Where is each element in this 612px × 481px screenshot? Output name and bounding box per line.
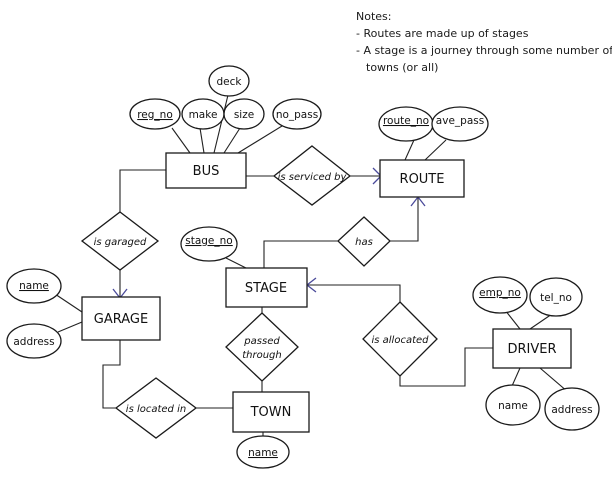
attribute-route-ave-pass-label: ave_pass — [436, 115, 484, 127]
entity-garage: GARAGE — [81, 296, 161, 341]
attribute-driver-emp-no-label: emp_no — [479, 287, 521, 299]
connector-route-route-no — [404, 139, 415, 161]
attribute-driver-address: address — [544, 387, 600, 431]
entity-route-label: ROUTE — [400, 172, 445, 187]
attribute-bus-deck-label: deck — [217, 76, 243, 88]
connector-driver-address — [539, 367, 569, 393]
relationship-passed-through-label-line1: passed — [243, 336, 280, 347]
attribute-stage-stage-no-label: stage_no — [185, 235, 232, 247]
connector-garage-name — [54, 293, 83, 313]
entity-driver: DRIVER — [492, 328, 572, 369]
attribute-bus-no-pass: no_pass — [272, 98, 322, 130]
attribute-bus-make: make — [181, 98, 225, 130]
relationship-is-located-in: is located in — [114, 377, 198, 439]
relationship-passed-through-label-line2: through — [242, 350, 282, 361]
attribute-driver-name: name — [485, 384, 541, 426]
relationship-is-serviced-by-label: is serviced by — [278, 172, 348, 183]
entity-bus: BUS — [165, 152, 247, 189]
entity-driver-label: DRIVER — [507, 342, 556, 357]
attribute-bus-size-label: size — [234, 109, 254, 121]
entity-route: ROUTE — [379, 159, 465, 198]
attribute-bus-reg-no-label: reg_no — [137, 109, 173, 121]
entity-stage: STAGE — [225, 267, 308, 308]
connector-driver-name — [511, 367, 521, 387]
attribute-driver-address-label: address — [551, 404, 592, 416]
attribute-garage-address-label: address — [13, 336, 54, 348]
notes: Notes: - Routes are made up of stages - … — [356, 10, 612, 74]
attribute-bus-size: size — [223, 98, 265, 130]
connector-garage-located — [102, 340, 121, 409]
attribute-driver-tel-no: tel_no — [529, 277, 583, 317]
attribute-garage-name: name — [6, 268, 62, 304]
attribute-garage-address: address — [6, 323, 62, 359]
attribute-bus-make-label: make — [189, 109, 218, 121]
notes-line-1: - Routes are made up of stages — [356, 27, 529, 40]
connector-bus-make — [199, 127, 205, 154]
attribute-bus-reg-no: reg_no — [129, 98, 181, 130]
connector-stage-stage-no — [225, 257, 247, 269]
attribute-driver-tel-no-label: tel_no — [540, 292, 572, 304]
connector-driver-emp-no — [504, 309, 521, 330]
attribute-garage-name-label: name — [19, 280, 49, 292]
attribute-route-route-no: route_no — [378, 106, 434, 142]
connector-garage-address — [57, 321, 83, 333]
attribute-stage-stage-no: stage_no — [180, 226, 238, 262]
attribute-bus-no-pass-label: no_pass — [276, 109, 318, 121]
connector-allocated-driver — [399, 347, 493, 387]
connector-bus-reg-no — [171, 127, 191, 154]
entity-stage-label: STAGE — [245, 281, 287, 296]
entity-town: TOWN — [232, 391, 310, 433]
connector-route-ave-pass — [424, 139, 447, 161]
relationship-is-garaged-label: is garaged — [94, 237, 147, 248]
notes-line-3: towns (or all) — [366, 61, 438, 74]
connector-stage-allocated — [307, 284, 401, 302]
relationship-is-serviced-by: is serviced by — [272, 145, 352, 206]
connectors — [54, 94, 569, 440]
attribute-driver-name-label: name — [498, 400, 528, 412]
connector-bus-garaged — [119, 169, 166, 212]
attribute-town-name-label: name — [248, 447, 278, 459]
connector-stage-has — [263, 240, 338, 268]
relationship-has-label: has — [355, 237, 373, 248]
connector-bus-deck — [213, 94, 229, 154]
attribute-town-name: name — [236, 435, 290, 469]
entity-bus-label: BUS — [193, 164, 220, 179]
connector-bus-no-pass — [237, 125, 283, 154]
entity-town-label: TOWN — [250, 405, 292, 420]
connector-has-route — [390, 197, 419, 242]
connector-driver-tel-no — [529, 313, 553, 330]
relationship-is-allocated-label: is allocated — [371, 335, 429, 346]
attribute-route-ave-pass: ave_pass — [431, 106, 489, 142]
relationship-passed-through: passed through — [225, 312, 299, 382]
relationship-is-located-in-label: is located in — [126, 404, 186, 415]
attribute-driver-emp-no: emp_no — [472, 276, 528, 314]
relationship-is-allocated: is allocated — [362, 301, 438, 377]
relationship-is-garaged: is garaged — [80, 211, 160, 271]
connector-bus-size — [223, 127, 241, 154]
relationship-has: has — [337, 216, 391, 267]
attribute-bus-deck: deck — [208, 65, 250, 97]
notes-heading: Notes: — [356, 10, 391, 23]
notes-line-2: - A stage is a journey through some numb… — [356, 44, 612, 57]
entity-garage-label: GARAGE — [94, 312, 148, 327]
attribute-route-route-no-label: route_no — [383, 115, 429, 127]
